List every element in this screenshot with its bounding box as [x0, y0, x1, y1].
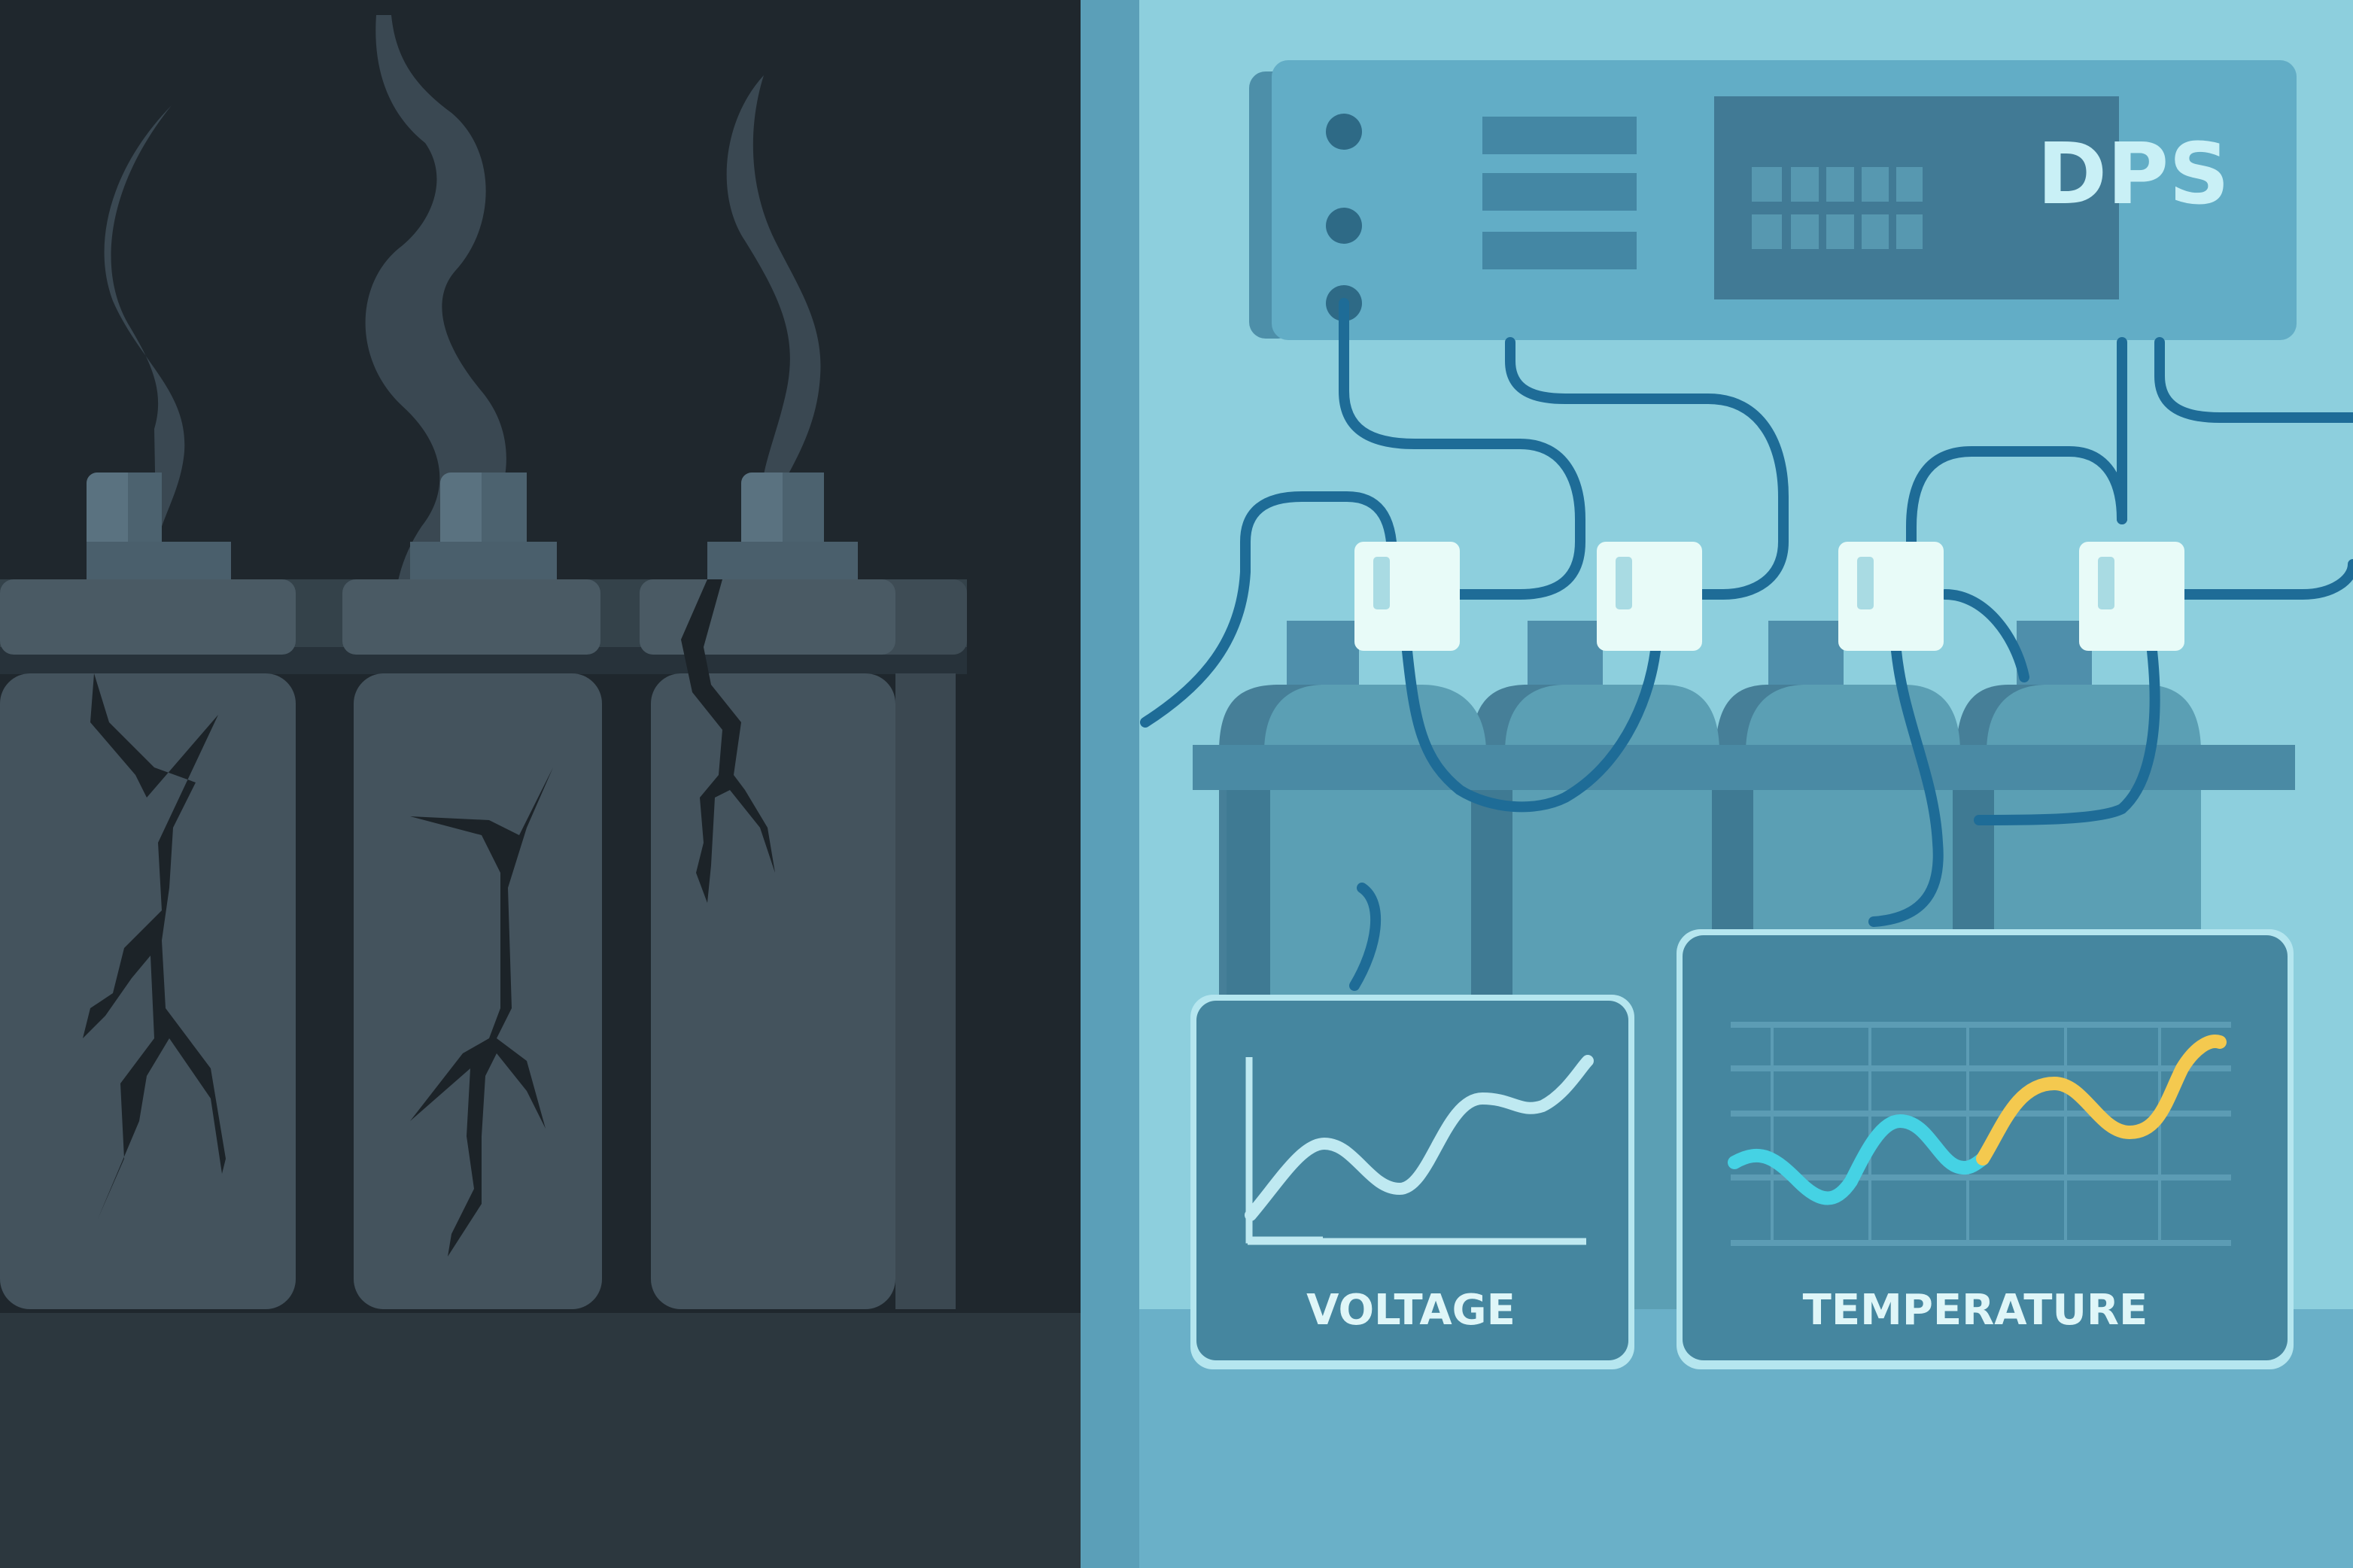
display-cells	[1752, 167, 1923, 249]
voltage-label: VOLTAGE	[1306, 1286, 1515, 1335]
temperature-card: TEMPERATURE	[1677, 929, 2294, 1369]
crack-icon	[681, 579, 775, 903]
sensor-icon	[2079, 542, 2184, 651]
crack-icon	[410, 767, 553, 1257]
crack-icon	[83, 673, 226, 1219]
dps-label: DPS	[2037, 126, 2230, 223]
voltage-line	[1245, 1055, 1594, 1221]
sensor-clips	[1354, 542, 2184, 651]
sensor-icon	[1838, 542, 1944, 651]
grid	[1731, 1022, 2231, 1246]
temperature-line-normal	[1728, 1114, 1990, 1205]
battery-left-2	[342, 473, 602, 1309]
sensor-icon	[1354, 542, 1460, 651]
cables	[1140, 298, 2353, 991]
indicator-dot	[1326, 208, 1362, 244]
dps-device: DPS	[1249, 60, 2297, 340]
right-panel: DPS	[1081, 0, 2353, 1568]
voltage-card: VOLTAGE	[1190, 995, 1634, 1369]
wall-edge	[1081, 0, 1139, 1568]
temperature-label: TEMPERATURE	[1803, 1286, 2148, 1335]
indicator-dot	[1326, 114, 1362, 150]
left-panel	[0, 0, 1081, 1568]
battery-left-1	[0, 473, 296, 1309]
temperature-line-elevated	[1976, 1035, 2227, 1165]
sensor-icon	[1597, 542, 1702, 651]
battery-left-3	[640, 473, 967, 1309]
left-floor	[0, 1313, 1081, 1568]
